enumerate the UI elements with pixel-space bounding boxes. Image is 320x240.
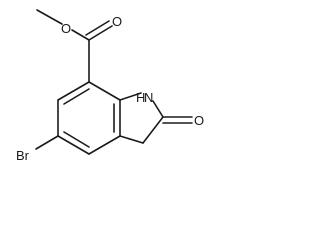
atom-bromine: Br	[16, 148, 30, 163]
bond-c6-c7-inner	[63, 88, 90, 105]
chemical-structure-diagram: O O H N O Br	[16, 9, 204, 163]
bond-c7a-n	[119, 92, 142, 101]
atom-labels: O O H N O Br	[16, 14, 204, 163]
bond-carbonyl-double-2	[85, 20, 110, 36]
atom-nh-hydrogen: H	[136, 90, 145, 105]
atom-ester-o-methyl: O	[61, 21, 71, 36]
atom-ester-o-carbonyl: O	[112, 14, 122, 29]
bond-carbonyl-double-1	[88, 25, 113, 41]
bond-methyl-o	[36, 9, 63, 25]
bond-n-c2	[152, 100, 164, 118]
bond-c6-c7	[57, 81, 90, 101]
bond-c4-c5	[57, 135, 90, 155]
bond-o-carbonyl-c	[71, 29, 90, 41]
bonds	[35, 9, 193, 155]
bond-c5-br	[35, 135, 59, 150]
bond-c7-c7a	[88, 81, 121, 101]
bond-c2-c3	[142, 116, 164, 144]
bond-c3a-c4	[88, 135, 121, 155]
bond-c4-c5-inner	[63, 131, 90, 148]
atom-nh-nitrogen: N	[144, 90, 153, 105]
atom-lactam-o: O	[194, 113, 204, 128]
bond-c3-c3a	[119, 135, 144, 144]
